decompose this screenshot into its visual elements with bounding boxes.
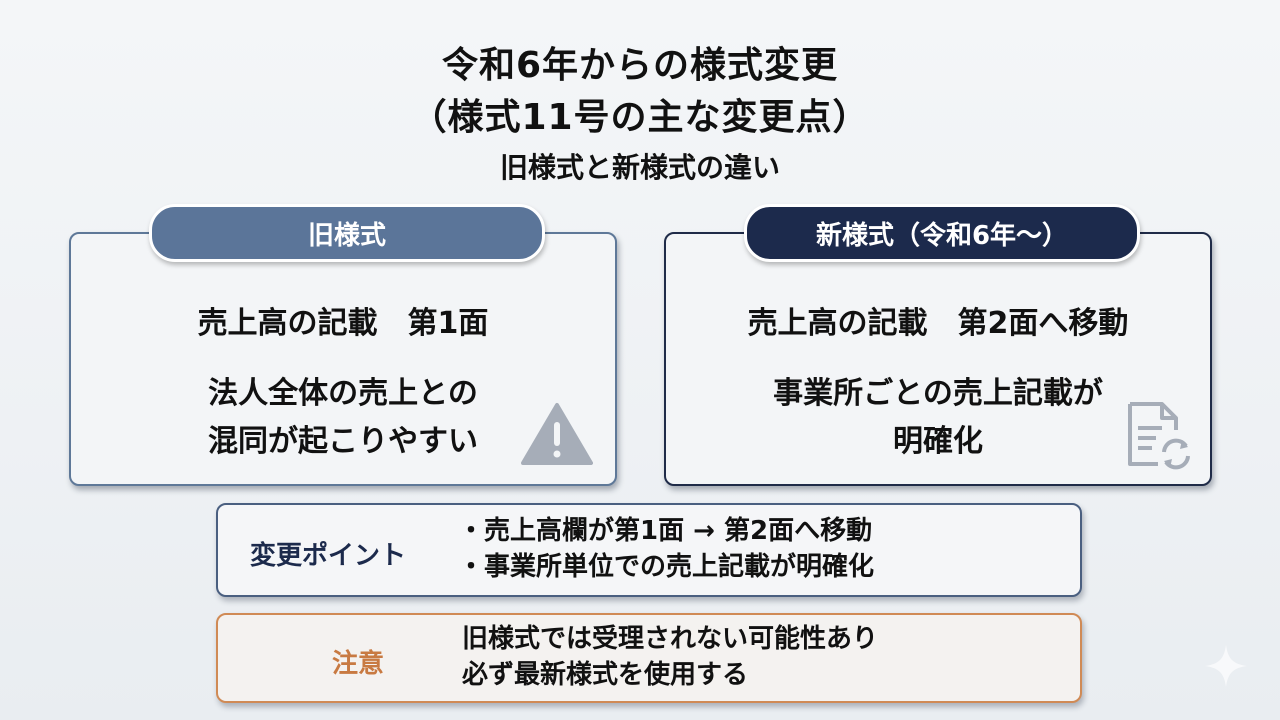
new-format-line1: 売上高の記載 第2面へ移動 (747, 306, 1129, 341)
new-format-label: 新様式（令和6年〜） (744, 204, 1140, 262)
old-format-card: 旧様式 売上高の記載 第1面 法人全体の売上との 混同が起こりやすい (69, 204, 617, 486)
change-point-item: ・売上高欄が第1面 → 第2面へ移動 (458, 516, 873, 546)
change-points-list: ・売上高欄が第1面 → 第2面へ移動 ・事業所単位での売上記載が明確化 (458, 513, 874, 585)
new-format-line2a: 事業所ごとの売上記載が (773, 376, 1103, 411)
page-title-line1: 令和6年からの様式変更 (441, 45, 839, 86)
old-format-description: 法人全体の売上との 混同が起こりやすい (71, 370, 615, 466)
caution-box: 注意 旧様式では受理されない可能性あり 必ず最新様式を使用する (216, 613, 1082, 703)
change-points-box: 変更ポイント ・売上高欄が第1面 → 第2面へ移動 ・事業所単位での売上記載が明… (216, 503, 1082, 597)
new-format-line2b: 明確化 (893, 424, 983, 459)
caution-item: 必ず最新様式を使用する (462, 660, 749, 690)
new-format-card: 新様式（令和6年〜） 売上高の記載 第2面へ移動 事業所ごとの売上記載が 明確化 (664, 204, 1212, 486)
caution-label: 注意 (331, 649, 384, 679)
page-title-line2: （様式11号の主な変更点） (410, 97, 870, 138)
old-format-line1: 売上高の記載 第1面 (197, 306, 489, 341)
caution-list: 旧様式では受理されない可能性あり 必ず最新様式を使用する (462, 621, 878, 693)
new-format-description: 事業所ごとの売上記載が 明確化 (666, 370, 1210, 466)
change-points-label: 変更ポイント (249, 541, 406, 571)
old-format-line2b: 混同が起こりやすい (208, 424, 478, 459)
old-format-label: 旧様式 (149, 204, 545, 262)
sparkle-icon (1205, 645, 1247, 687)
change-point-item: ・事業所単位での売上記載が明確化 (458, 552, 875, 582)
caution-item: 旧様式では受理されない可能性あり (462, 624, 879, 654)
page-subtitle: 旧様式と新様式の違い (499, 151, 780, 184)
old-format-line2a: 法人全体の売上との (208, 376, 478, 411)
warning-icon (521, 403, 593, 465)
document-refresh-icon (1128, 402, 1190, 470)
